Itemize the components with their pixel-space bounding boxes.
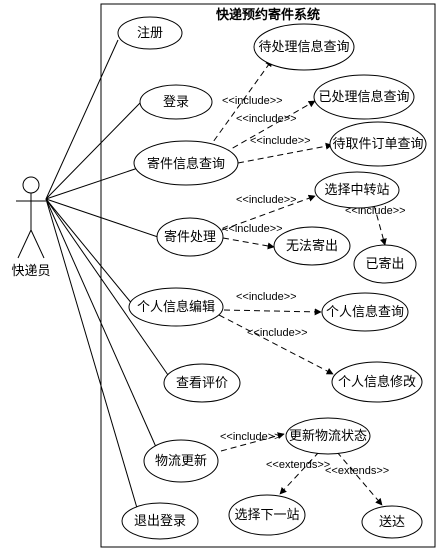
use-case-cannot-mail[interactable]: 无法寄出 <box>273 226 351 266</box>
use-case-logistics-update[interactable]: 物流更新 <box>143 439 219 483</box>
system-boundary <box>100 3 436 548</box>
assoc-mail-process <box>45 198 159 238</box>
label-include-7: <<include>> <box>236 291 297 303</box>
use-case-label: 注册 <box>137 26 163 41</box>
use-case-logout[interactable]: 退出登录 <box>121 502 199 540</box>
dep-transfer-mailed <box>373 204 387 246</box>
relation-labels: <<include>> <<include>> <<include>> <<in… <box>220 95 406 477</box>
actor-label: 快递员 <box>11 264 50 279</box>
system-title: 快递预约寄件系统 <box>216 7 320 23</box>
assoc-profile-edit <box>45 198 134 306</box>
use-case-mail-query[interactable]: 寄件信息查询 <box>133 140 239 186</box>
use-case-label: 待处理信息查询 <box>258 39 349 55</box>
label-include-1: <<include>> <box>222 95 283 107</box>
label-include-3: <<include>> <box>250 135 311 147</box>
use-case-label: 已寄出 <box>365 256 404 272</box>
use-case-label: 退出登录 <box>134 514 186 529</box>
use-case-label: 物流更新 <box>155 453 207 469</box>
use-case-label: 个人信息编辑 <box>137 299 215 315</box>
label-include-4: <<include>> <box>236 194 297 206</box>
label-include-9: <<include>> <box>220 431 281 443</box>
dep-profile-modify <box>218 314 334 375</box>
use-case-label: 选择下一站 <box>234 508 299 523</box>
use-case-mailed[interactable]: 已寄出 <box>353 244 417 284</box>
dep-process-cannot <box>222 237 275 250</box>
label-extends-2: <<extends>> <box>325 465 389 477</box>
associations <box>45 39 169 509</box>
use-case-label: 更新物流状态 <box>289 428 367 444</box>
dep-process-transfer <box>221 194 316 231</box>
use-case-select-transfer[interactable]: 选择中转站 <box>314 171 400 209</box>
use-case-label: 无法寄出 <box>286 238 338 254</box>
use-case-label: 寄件信息查询 <box>147 156 225 172</box>
use-case-label: 送达 <box>379 515 405 530</box>
assoc-register <box>45 39 119 200</box>
dep-query-processed <box>223 100 316 154</box>
use-case-login[interactable]: 登录 <box>139 84 213 120</box>
use-case-profile-modify[interactable]: 个人信息修改 <box>331 361 423 403</box>
use-case-processed-query[interactable]: 已处理信息查询 <box>313 74 415 120</box>
dep-query-pending <box>207 59 273 150</box>
use-case-mail-process[interactable]: 寄件处理 <box>156 217 224 257</box>
use-case-profile-edit[interactable]: 个人信息编辑 <box>128 287 224 327</box>
use-case-update-status[interactable]: 更新物流状态 <box>285 417 371 455</box>
assoc-login <box>45 102 141 200</box>
dependencies <box>207 59 387 506</box>
use-case-label: 查看评价 <box>176 375 228 391</box>
assoc-logout <box>45 198 138 509</box>
label-extends-1: <<extends>> <box>266 459 330 471</box>
use-case-pending-query[interactable]: 待处理信息查询 <box>253 23 355 71</box>
assoc-view-review <box>45 198 169 376</box>
dep-profile-query <box>223 308 322 316</box>
actor-courier[interactable] <box>16 176 46 259</box>
use-case-profile-query[interactable]: 个人信息查询 <box>321 292 409 332</box>
dep-query-pickup <box>237 142 333 164</box>
label-include-2: <<include>> <box>236 113 297 125</box>
use-case-view-review[interactable]: 查看评价 <box>163 363 241 403</box>
assoc-logistics-update <box>45 198 157 448</box>
use-case-label: 选择中转站 <box>324 183 389 198</box>
use-case-label: 待取件订单查询 <box>332 137 423 152</box>
label-include-8: <<include>> <box>247 327 308 339</box>
use-case-select-next[interactable]: 选择下一站 <box>228 494 306 536</box>
use-case-label: 已处理信息查询 <box>318 89 409 105</box>
dep-logistics-status <box>220 432 285 452</box>
label-include-5: <<include>> <box>222 223 283 235</box>
use-case-label: 个人信息查询 <box>326 304 404 320</box>
use-case-label: 寄件处理 <box>164 229 216 245</box>
use-case-label: 个人信息修改 <box>338 374 416 390</box>
actor-leg-right <box>30 229 45 259</box>
use-case-register[interactable]: 注册 <box>117 16 183 50</box>
dep-status-delivered <box>336 451 383 506</box>
use-case-label: 登录 <box>163 95 189 110</box>
use-case-delivered[interactable]: 送达 <box>361 505 423 539</box>
actor-leg-left <box>17 229 32 259</box>
actor-head <box>22 176 40 194</box>
use-case-pickup-query[interactable]: 待取件订单查询 <box>329 121 427 167</box>
assoc-mail-query <box>45 167 139 200</box>
